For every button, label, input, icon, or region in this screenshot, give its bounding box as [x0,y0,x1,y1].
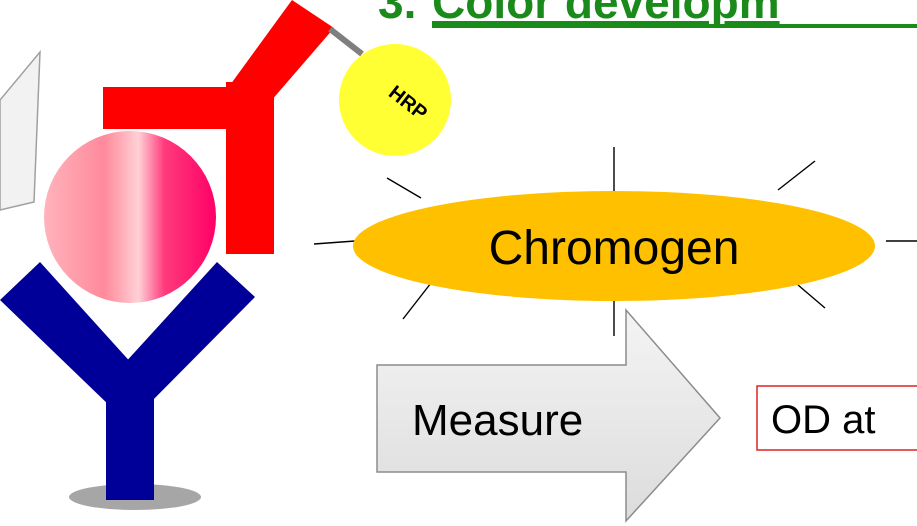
hrp-linker [328,26,364,57]
capture-antibody [0,262,255,500]
od-readout-box [756,385,917,451]
chromogen-label: Chromogen [489,222,740,275]
measure-label: Measure [412,396,583,445]
od-readout-label: OD at [771,398,875,442]
left-callout-shape [0,49,41,211]
antigen-circle [44,131,216,303]
chromogen-ellipse [353,191,875,301]
detection-antibody [103,0,334,254]
hrp-enzyme-circle [339,44,451,156]
title-prefix: 3. [378,0,416,28]
chromogen-glow-rays [313,147,917,336]
measure-arrow [376,307,722,523]
page-title: Color developm [432,0,780,28]
